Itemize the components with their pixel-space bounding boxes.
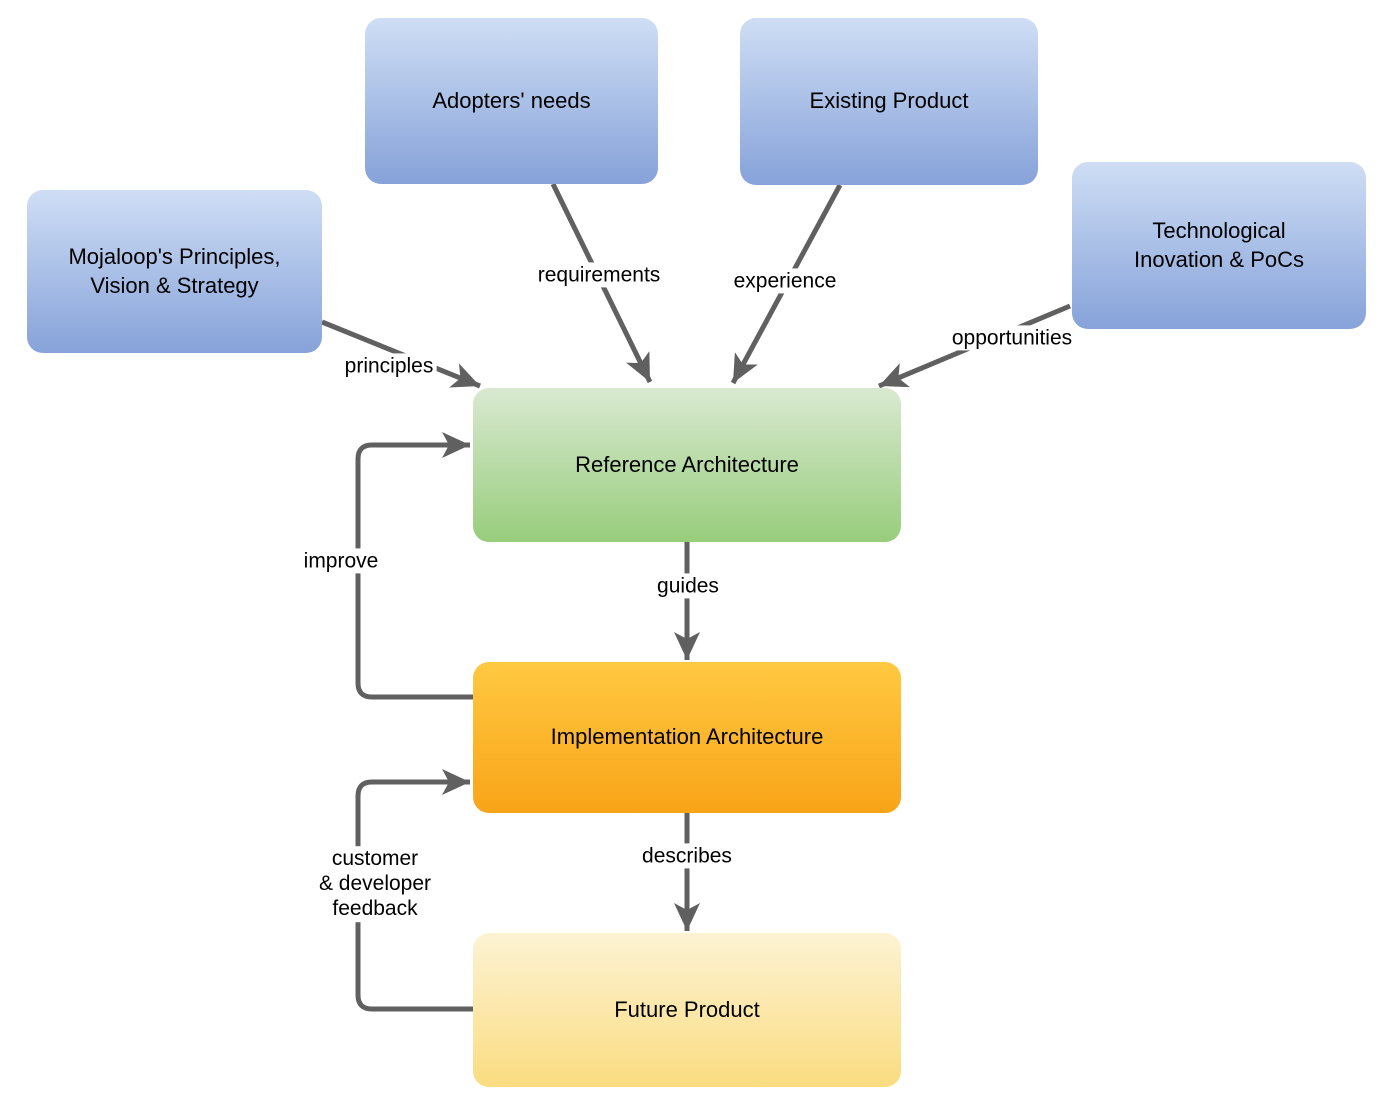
- node-reference-architecture: Reference Architecture: [473, 388, 901, 542]
- node-label: Adopters' needs: [432, 87, 591, 113]
- edge-label-improve: improve: [300, 548, 382, 574]
- node-label: Reference Architecture: [575, 451, 799, 477]
- node-label: Implementation Architecture: [550, 724, 824, 750]
- edge-label-requirements: requirements: [534, 262, 664, 288]
- edge-label-experience: experience: [730, 268, 840, 294]
- edge-label-customer-developer-feedback: customer & developer feedback: [315, 846, 435, 922]
- node-implementation-architecture: Implementation Architecture: [473, 662, 901, 813]
- edge-label-describes: describes: [639, 843, 735, 869]
- node-label: Mojaloop's Principles, Vision & Strategy: [68, 243, 281, 298]
- node-future-product: Future Product: [473, 933, 901, 1087]
- node-label: Existing Product: [809, 88, 969, 114]
- edge-label-opportunities: opportunities: [948, 325, 1076, 351]
- node-label: Technological Inovation & PoCs: [1134, 217, 1304, 272]
- edge-label-guides: guides: [654, 573, 722, 599]
- node-technological-inovation: Technological Inovation & PoCs: [1072, 162, 1366, 329]
- edge-label-principles: principles: [341, 353, 437, 379]
- node-mojaloop-principles: Mojaloop's Principles, Vision & Strategy: [27, 190, 322, 353]
- node-existing-product: Existing Product: [740, 18, 1038, 185]
- node-label: Future Product: [614, 996, 760, 1022]
- node-adopters-needs: Adopters' needs: [365, 18, 658, 184]
